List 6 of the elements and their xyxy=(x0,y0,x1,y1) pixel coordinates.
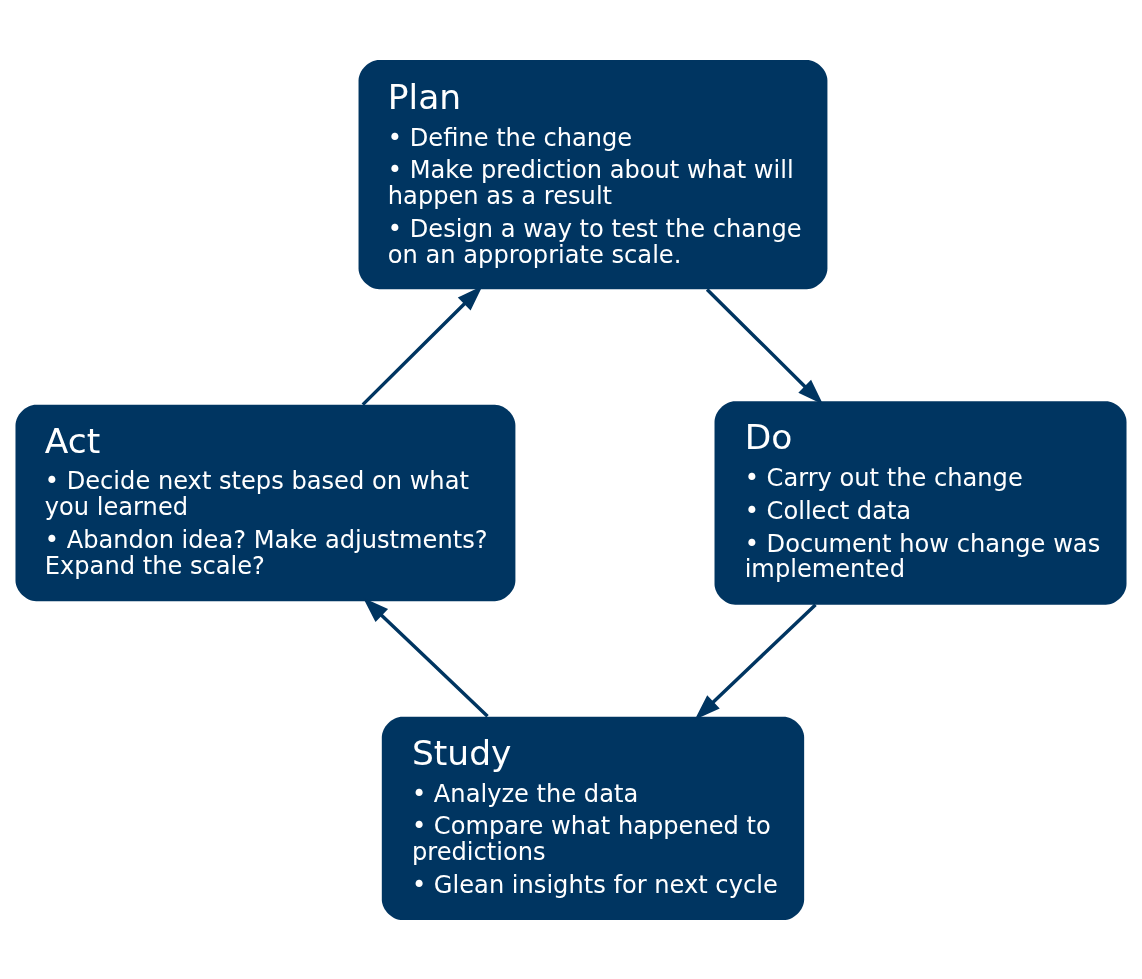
arrow xyxy=(705,287,824,405)
node-box: Do • Carry out the change • Collect data • Document how change was implemented xyxy=(714,400,1127,605)
node-box: Act • Decide next steps based on what you learned • Abandon idea? Make adjustments? Expand the scale? xyxy=(15,404,516,601)
arrow xyxy=(694,602,817,720)
node-box: Plan • Define the change • Make prediction about what will happen as a result • Design a way to test the change on an appropriate scale. xyxy=(358,59,828,289)
node-box: Study • Analyze the data • Compare what happened to predictions • Glean insights for next cycle xyxy=(381,716,805,920)
